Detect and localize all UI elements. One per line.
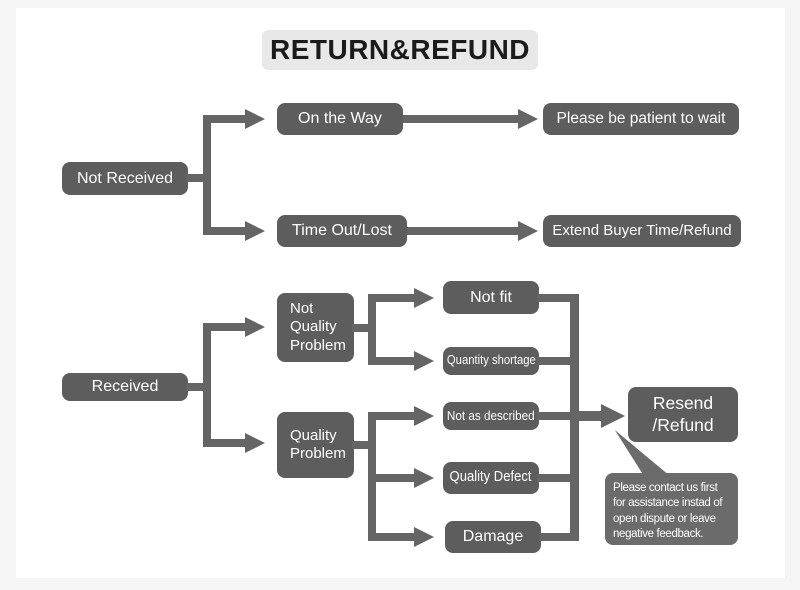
connector-to-resend bbox=[579, 411, 603, 421]
connector-not-received-stub bbox=[186, 174, 207, 182]
node-not-received-label: Not Received bbox=[76, 169, 174, 187]
arrow-head-on-the-way bbox=[245, 109, 265, 129]
node-on-the-way: On the Way bbox=[277, 103, 403, 135]
arrow-head-resend bbox=[601, 404, 625, 428]
node-extend-refund: Extend Buyer Time/Refund bbox=[543, 215, 741, 247]
node-quality-defect-label: Quality Defect bbox=[450, 469, 532, 486]
arrow-head-please-wait bbox=[518, 109, 538, 129]
node-please-wait: Please be patient to wait bbox=[543, 103, 739, 135]
node-on-the-way-label: On the Way bbox=[298, 110, 382, 128]
connector-to-quantity-shortage bbox=[368, 357, 416, 365]
connector-to-quality-defect bbox=[368, 474, 416, 482]
node-time-out-lost-label: Time Out/Lost bbox=[292, 222, 392, 240]
connector-to-not-fit bbox=[368, 294, 416, 302]
node-not-fit-label: Not fit bbox=[470, 288, 512, 306]
page-title-label: RETURN&REFUND bbox=[269, 34, 531, 65]
node-resend-refund: Resend /Refund bbox=[628, 387, 738, 442]
page-title: RETURN&REFUND bbox=[262, 30, 538, 70]
connector-merge-line bbox=[570, 294, 579, 541]
connector-not-received-branch bbox=[203, 115, 211, 235]
connector-to-quality bbox=[203, 439, 245, 447]
arrow-head-not-quality bbox=[245, 317, 265, 337]
connector-to-not-as-described bbox=[368, 412, 416, 420]
node-damage: Damage bbox=[445, 521, 541, 553]
note-bubble: Please contact us first for assistance i… bbox=[605, 473, 738, 545]
node-not-received: Not Received bbox=[62, 162, 188, 195]
node-quality-problem-label: Quality Problem bbox=[290, 426, 346, 462]
note-bubble-text: Please contact us first for assistance i… bbox=[613, 482, 723, 540]
node-resend-refund-label: Resend /Refund bbox=[652, 393, 714, 435]
connector-to-extend-refund bbox=[407, 227, 518, 235]
connector-to-time-out bbox=[203, 227, 245, 235]
connector-to-please-wait bbox=[403, 115, 518, 123]
node-quantity-shortage: Quantity shortage bbox=[443, 347, 539, 375]
connector-not-quality-stub bbox=[352, 324, 372, 332]
node-not-as-described-label: Not as described bbox=[447, 408, 535, 424]
node-not-quality-problem-label: Not Quality Problem bbox=[290, 300, 346, 354]
connector-quality-stub bbox=[352, 441, 372, 449]
node-quantity-shortage-label: Quantity shortage bbox=[446, 353, 536, 368]
connector-damage-merge bbox=[539, 533, 570, 541]
node-quality-problem: Quality Problem bbox=[277, 412, 354, 478]
connector-not-fit-merge bbox=[537, 294, 570, 302]
arrow-head-extend-refund bbox=[518, 221, 538, 241]
arrow-head-time-out bbox=[245, 221, 265, 241]
connector-received-branch bbox=[203, 323, 211, 447]
connector-to-on-the-way bbox=[203, 115, 245, 123]
node-extend-refund-label: Extend Buyer Time/Refund bbox=[552, 221, 732, 239]
connector-not-as-described-merge bbox=[537, 412, 570, 420]
arrow-head-quality bbox=[245, 433, 265, 453]
connector-not-quality-branch bbox=[368, 294, 376, 365]
node-not-quality-problem: Not Quality Problem bbox=[277, 293, 354, 362]
node-please-wait-label: Please be patient to wait bbox=[556, 109, 726, 127]
node-quality-defect: Quality Defect bbox=[443, 462, 539, 494]
connector-received-stub bbox=[186, 383, 207, 391]
node-not-as-described: Not as described bbox=[443, 402, 539, 430]
node-received-label: Received bbox=[91, 378, 159, 396]
connector-quality-defect-merge bbox=[537, 474, 570, 482]
node-received: Received bbox=[62, 373, 188, 401]
connector-quantity-shortage-merge bbox=[537, 357, 570, 365]
node-not-fit: Not fit bbox=[443, 281, 539, 314]
arrow-head-not-as-described bbox=[414, 406, 434, 426]
arrow-head-not-fit bbox=[414, 288, 434, 308]
arrow-head-quantity-shortage bbox=[414, 351, 434, 371]
arrow-head-damage bbox=[414, 527, 434, 547]
connector-to-damage bbox=[368, 533, 416, 541]
node-damage-label: Damage bbox=[462, 528, 524, 546]
connector-to-not-quality bbox=[203, 323, 245, 331]
arrow-head-quality-defect bbox=[414, 468, 434, 488]
node-time-out-lost: Time Out/Lost bbox=[277, 215, 407, 247]
